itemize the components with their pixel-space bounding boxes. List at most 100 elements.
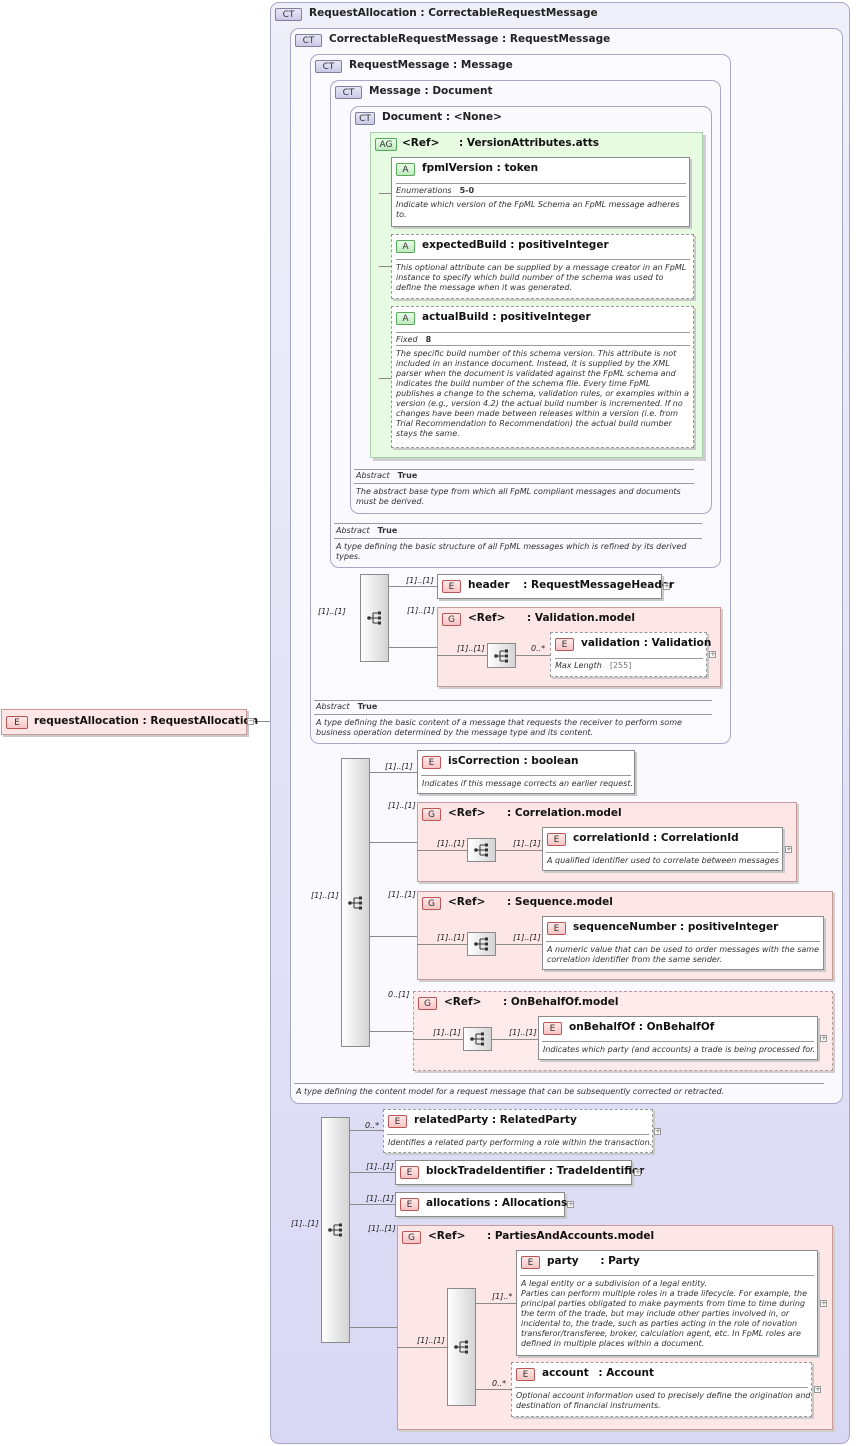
group-badge: G xyxy=(422,808,441,821)
element-cardinality: [1]..[1] xyxy=(385,762,413,771)
separator: : xyxy=(142,715,147,727)
connector xyxy=(247,721,282,722)
element-badge: E xyxy=(543,1022,562,1035)
connector xyxy=(370,1031,413,1032)
attribute-badge: A xyxy=(396,312,415,325)
attribute-doc: This optional attribute can be supplied … xyxy=(396,263,687,292)
element-title: header : RequestMessageHeader xyxy=(468,579,675,591)
element-block-trade-identifier[interactable]: E blockTradeIdentifier : TradeIdentifier xyxy=(395,1160,644,1185)
sequence-cardinality: [1]..[1] xyxy=(291,1219,319,1228)
sequence-icon xyxy=(473,843,488,857)
expand-toggle[interactable]: + xyxy=(634,1168,641,1176)
connector xyxy=(379,378,391,379)
expand-toggle[interactable]: + xyxy=(654,1127,661,1135)
sequence-compositor[interactable] xyxy=(321,1117,350,1343)
element-doc: A numeric value that can be used to orde… xyxy=(547,945,819,964)
divider xyxy=(421,775,631,776)
attribute-doc: The specific build number of this schema… xyxy=(396,349,689,438)
expand-toggle[interactable]: + xyxy=(820,1034,827,1042)
connector xyxy=(370,936,417,937)
sequence-icon xyxy=(469,1032,484,1046)
connector xyxy=(476,1303,516,1304)
element-on-behalf-of[interactable]: E onBehalfOf : OnBehalfOf Indicates whic… xyxy=(538,1016,818,1060)
expand-toggle[interactable]: + xyxy=(820,1299,827,1307)
element-correlation-id[interactable]: E correlationId : CorrelationId A qualif… xyxy=(542,827,783,871)
divider xyxy=(546,852,779,853)
element-related-party[interactable]: E relatedParty : RelatedParty Identifies… xyxy=(383,1109,653,1153)
attribute-badge: A xyxy=(396,240,415,253)
element-title: blockTradeIdentifier : TradeIdentifier xyxy=(426,1165,645,1177)
group-badge: G xyxy=(418,997,437,1010)
element-validation[interactable]: E validation : Validation Max Length[255… xyxy=(550,632,711,677)
element-account[interactable]: E account : Account Optional account inf… xyxy=(511,1362,812,1417)
element-is-correction[interactable]: E isCorrection : boolean Indicates if th… xyxy=(417,750,635,794)
sequence-icon xyxy=(473,937,488,951)
element-allocations[interactable]: E allocations : Allocations xyxy=(395,1192,567,1217)
attribute-expected-build[interactable]: A expectedBuild : positiveInteger This o… xyxy=(391,234,694,299)
connector xyxy=(417,944,467,945)
divider xyxy=(396,345,690,346)
element-doc: Identifies a related party performing a … xyxy=(388,1138,653,1147)
root-element-title: requestAllocation : RequestAllocation xyxy=(34,715,258,727)
sequence-compositor[interactable] xyxy=(341,758,370,1047)
ct-badge: CT xyxy=(275,8,302,21)
collapse-toggle[interactable]: − xyxy=(247,717,254,725)
element-cardinality: 0..* xyxy=(365,1121,380,1130)
sequence-cardinality: [1]..[1] xyxy=(311,891,339,900)
sequence-compositor[interactable] xyxy=(360,574,389,662)
connector xyxy=(370,842,417,843)
connector xyxy=(389,647,437,648)
root-element-name: requestAllocation xyxy=(34,715,139,727)
divider xyxy=(314,714,712,715)
element-title: isCorrection : boolean xyxy=(448,755,579,767)
divider xyxy=(396,259,690,260)
element-badge: E xyxy=(521,1256,540,1269)
element-cardinality: [1]..[1] xyxy=(406,576,434,585)
sequence-compositor[interactable] xyxy=(447,1288,476,1406)
expand-toggle[interactable]: + xyxy=(663,582,670,590)
element-title: account : Account xyxy=(542,1367,654,1379)
connector xyxy=(350,1130,383,1131)
group-cardinality: [1]..[1] xyxy=(368,1224,396,1233)
attribute-title: expectedBuild : positiveInteger xyxy=(422,239,609,251)
element-cardinality: [1]..* xyxy=(492,1292,513,1301)
expand-toggle[interactable]: + xyxy=(709,650,716,658)
divider xyxy=(354,483,694,484)
root-element-type: RequestAllocation xyxy=(150,715,259,727)
element-doc: Optional account information used to pre… xyxy=(516,1391,811,1410)
type-doc: A type defining the basic structure of a… xyxy=(336,542,687,561)
root-element[interactable]: E requestAllocation : RequestAllocation xyxy=(1,709,258,735)
sequence-compositor[interactable] xyxy=(467,932,496,956)
connector xyxy=(350,1327,397,1328)
sequence-compositor[interactable] xyxy=(467,838,496,862)
group-badge: G xyxy=(402,1231,421,1244)
divider xyxy=(542,1041,814,1042)
element-cardinality: [1]..[1] xyxy=(366,1162,394,1171)
sequence-cardinality: [1]..[1] xyxy=(457,644,485,653)
expand-toggle[interactable]: + xyxy=(785,845,792,853)
connector xyxy=(417,850,467,851)
expand-toggle[interactable]: + xyxy=(814,1385,821,1393)
element-property: Max Length[255] xyxy=(555,661,632,670)
element-sequence-number[interactable]: E sequenceNumber : positiveInteger A num… xyxy=(542,916,824,970)
divider xyxy=(294,1083,824,1084)
sequence-cardinality: [1]..[1] xyxy=(318,607,346,616)
element-party[interactable]: E party : Party A legal entity or a subd… xyxy=(516,1250,818,1356)
sequence-compositor[interactable] xyxy=(463,1027,492,1051)
connector xyxy=(496,850,542,851)
element-doc: Indicates if this message corrects an ea… xyxy=(422,779,634,788)
element-badge: E xyxy=(516,1368,535,1381)
sequence-icon xyxy=(453,1340,468,1354)
divider xyxy=(555,658,703,659)
ct-badge: CT xyxy=(315,60,342,73)
sequence-compositor[interactable] xyxy=(487,643,516,668)
element-header[interactable]: E header : RequestMessageHeader xyxy=(437,574,674,599)
type-title: RequestMessage : Message xyxy=(349,59,513,71)
ct-badge: CT xyxy=(335,86,362,99)
expand-toggle[interactable]: + xyxy=(567,1200,574,1208)
group-title: <Ref> : Correlation.model xyxy=(448,807,622,819)
connector xyxy=(350,1172,395,1173)
